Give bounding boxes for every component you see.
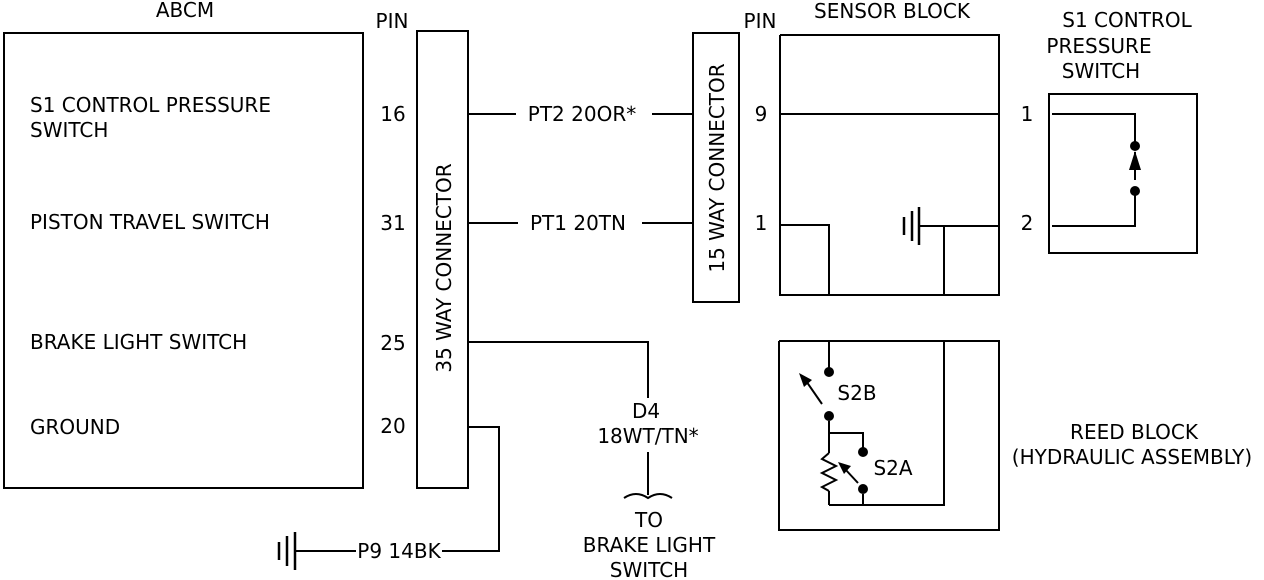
brake-light-switch-label: TO BRAKE LIGHT SWITCH — [583, 508, 716, 580]
abcm-pin-25: 25 — [380, 331, 405, 355]
s2a-arrow-icon — [838, 462, 851, 474]
connector-15-box — [692, 32, 740, 303]
reed-block-label-line2: (HYDRAULIC ASSEMBLY) — [1012, 445, 1252, 469]
reed-block-label-line1: REED BLOCK — [1070, 420, 1199, 444]
connector-15-way: 15 WAY CONNECTOR PIN 9 1 — [692, 9, 777, 303]
s2b-contact-bottom — [824, 411, 834, 421]
p9-ground-icon — [277, 532, 297, 570]
wire-d4-label-line1: D4 — [632, 399, 660, 423]
abcm-pin-20: 20 — [380, 414, 405, 438]
reed-block: S2B S2A — [778, 340, 1000, 531]
s1-title-line1: S1 CONTROL — [1062, 8, 1192, 32]
reed-switch-s2a: S2A — [873, 456, 912, 480]
s1-title-line3: SWITCH — [1062, 59, 1140, 83]
wire-d4-label-line2: 18WT/TN* — [597, 424, 698, 448]
abcm-pin-header: PIN — [376, 9, 409, 33]
sensor-block-title: SENSOR BLOCK — [814, 0, 971, 23]
wire-pt1: PT1 20TN — [468, 211, 693, 235]
s2b-contact-top — [824, 367, 834, 377]
abcm-label-s1-line1: S1 CONTROL PRESSURE — [30, 93, 271, 117]
wire-p9: P9 14BK — [277, 426, 500, 570]
wire-d4: D4 18WT/TN* — [468, 341, 699, 500]
reed-switch-s2b: S2B — [837, 381, 876, 405]
connector-15-pin-header: PIN — [744, 9, 777, 33]
abcm-pin-31: 31 — [380, 211, 405, 235]
abcm-pin-16: 16 — [380, 102, 405, 126]
sensor-block: SENSOR BLOCK — [779, 0, 1000, 296]
wire-pt2-label: PT2 20OR* — [528, 102, 636, 126]
abcm-label-s1-line2: SWITCH — [30, 118, 108, 142]
sensor-pin-1: 1 — [1021, 102, 1034, 126]
abcm-module: ABCM S1 CONTROL PRESSURE SWITCH PISTON T… — [3, 0, 364, 489]
s1-control-pressure-switch: S1 CONTROL PRESSURE SWITCH — [1046, 8, 1198, 254]
connector-35-label: 35 WAY CONNECTOR — [432, 163, 456, 372]
s1-contact-bottom — [1130, 186, 1140, 196]
abcm-title: ABCM — [156, 0, 214, 22]
s1-switch-arrow-icon — [1129, 151, 1141, 170]
sensor-pin-2: 2 — [1021, 211, 1034, 235]
abcm-label-brake-light: BRAKE LIGHT SWITCH — [30, 330, 247, 354]
wire-pt1-label: PT1 20TN — [530, 211, 626, 235]
s2a-contact-bottom — [858, 484, 868, 494]
abcm-label-ground: GROUND — [30, 415, 120, 439]
s1-title-line2: PRESSURE — [1046, 34, 1151, 58]
wire-p9-label: P9 14BK — [357, 539, 441, 563]
brake-light-line2: BRAKE LIGHT — [583, 533, 716, 557]
s1-switch-box — [1048, 93, 1198, 254]
brake-light-line3: SWITCH — [610, 558, 688, 580]
connector-35-box — [416, 30, 469, 489]
s1-contact-top — [1130, 141, 1140, 151]
wire-break-icon — [623, 493, 673, 500]
connector-15-pin-1: 1 — [755, 211, 768, 235]
abcm-pin-column: PIN 16 31 25 20 — [376, 9, 409, 438]
connector-15-pin-9: 9 — [755, 102, 768, 126]
wire-pt2: PT2 20OR* — [468, 102, 693, 126]
abcm-label-piston-travel: PISTON TRAVEL SWITCH — [30, 210, 270, 234]
abcm-box — [3, 32, 364, 489]
connector-35-way: 35 WAY CONNECTOR — [416, 30, 469, 489]
s2a-contact-top — [858, 447, 868, 457]
resistor-icon — [819, 452, 839, 492]
sensor-ground-icon — [902, 207, 921, 245]
brake-light-line1: TO — [634, 508, 663, 532]
connector-15-label: 15 WAY CONNECTOR — [705, 63, 729, 272]
s2b-arrow-icon — [799, 373, 812, 387]
